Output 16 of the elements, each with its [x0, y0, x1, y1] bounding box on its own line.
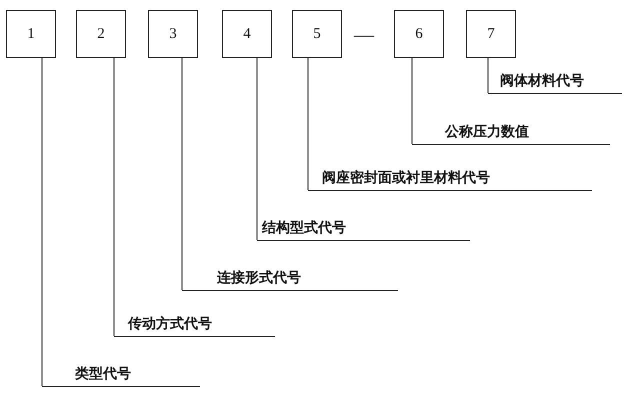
dash: —	[354, 24, 374, 47]
underlined-label: 传动方式代号	[114, 311, 275, 337]
underlined-label: 阀体材料代号	[488, 68, 622, 94]
number-box: 6	[394, 10, 444, 58]
number-box: 4	[222, 10, 272, 58]
number-box: 1	[6, 10, 56, 58]
underlined-label: 类型代号	[42, 361, 200, 387]
underlined-label: 阀座密封面或衬里材料代号	[308, 165, 592, 191]
leader-line	[256, 58, 258, 240]
number-box: 3	[148, 10, 198, 58]
number-box: 7	[466, 10, 516, 58]
underlined-label: 连接形式代号	[182, 265, 398, 291]
underlined-label: 公称压力数值	[412, 119, 610, 145]
number-box: 5	[292, 10, 342, 58]
number-box: 2	[76, 10, 126, 58]
underlined-label: 结构型式代号	[257, 215, 470, 241]
